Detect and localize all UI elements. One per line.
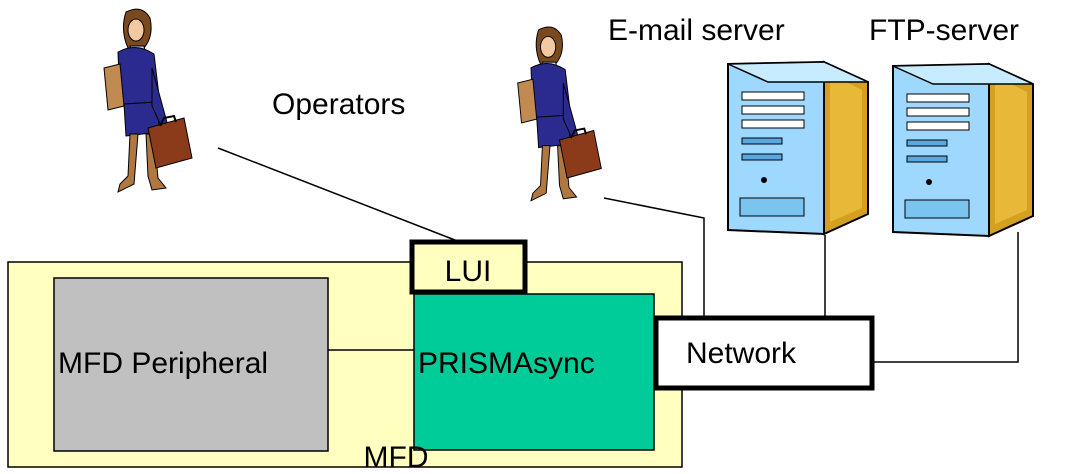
- operator-figure-icon: [516, 26, 603, 202]
- mfd-peripheral-box: [53, 277, 329, 452]
- lui-box: [409, 239, 528, 295]
- network-box: [653, 315, 875, 391]
- mfd-label: MFD: [364, 441, 429, 474]
- mfd-peripheral-label: MFD Peripheral: [58, 347, 268, 380]
- ftp-server-to-network-line: [872, 232, 1019, 363]
- lui-label: LUI: [445, 255, 492, 288]
- operators-label: Operators: [272, 88, 405, 121]
- prismasync-label: PRISMAsync: [418, 347, 595, 380]
- email-server-icon: [727, 61, 869, 235]
- ftp-server-icon: [892, 63, 1034, 237]
- ftp-server-label: FTP-server: [869, 14, 1019, 47]
- operator2-to-network-line: [603, 197, 705, 320]
- connection-lines: [217, 147, 1019, 363]
- email-server-label: E-mail server: [608, 14, 785, 47]
- operator1-to-lui-line: [217, 147, 461, 243]
- network-label: Network: [686, 337, 797, 370]
- prismasync-box: [413, 293, 655, 451]
- operator-figure-icon: [103, 8, 193, 193]
